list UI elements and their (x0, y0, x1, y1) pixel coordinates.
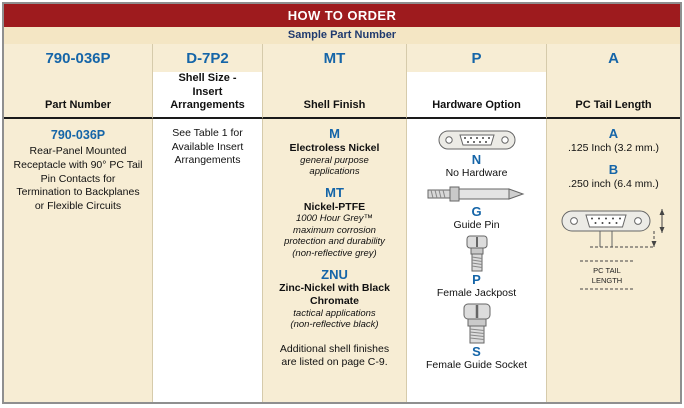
part-number-description: Rear-Panel Mounted Receptacle with 90° P… (13, 145, 143, 212)
shell-finish-option-znu: ZNU Zinc-Nickel with Black Chromate tact… (263, 266, 406, 331)
pc-tail-name: .125 Inch (3.2 mm.) (567, 141, 660, 154)
sample-code-pc-tail: A (546, 44, 680, 72)
hardware-name: Female Guide Socket (426, 358, 527, 371)
part-number-content: 790-036P Rear-Panel Mounted Receptacle w… (4, 119, 152, 402)
column-header-shell-finish: Shell Finish (262, 72, 406, 119)
shell-size-note: See Table 1 for Available Insert Arrange… (171, 127, 244, 167)
pc-tail-length-diagram: PC TAIL LENGTH (547, 205, 680, 297)
hardware-option-content: N No Hardware G Guide Pin (406, 119, 546, 402)
hardware-code: G (471, 203, 482, 219)
column-header-label: PC Tail Length (575, 99, 652, 112)
column-header-label: Shell Size - Insert Arrangements (170, 71, 245, 112)
column-header-label: Shell Finish (303, 99, 366, 112)
pc-tail-option-b: B .250 inch (6.4 mm.) (547, 161, 680, 192)
hardware-option-s: S Female Guide Socket (407, 303, 546, 372)
shell-finish-note: tactical applications (293, 307, 376, 319)
hardware-name: No Hardware (445, 167, 508, 180)
shell-finish-note: general purpose applications (300, 154, 369, 178)
shell-finish-code: M (329, 126, 340, 141)
pc-tail-code: B (608, 161, 619, 177)
sample-code-shell-size: D-7P2 (152, 44, 262, 72)
hardware-code: N (471, 152, 482, 167)
shell-finish-note: maximum corrosion protection and durabil… (284, 224, 385, 248)
shell-finish-code: MT (325, 184, 344, 200)
shell-finish-note: (non-reflective black) (290, 319, 379, 331)
sample-code-hardware: P (406, 44, 546, 72)
hardware-name: Female Jackpost (436, 287, 517, 300)
column-header-part-number: Part Number (4, 72, 152, 119)
sample-code-part-number: 790-036P (45, 49, 111, 67)
sample-code-shell-finish: MT (262, 44, 406, 72)
shell-finish-name: Nickel-PTFE (303, 200, 366, 213)
shell-finish-note: (non-reflective grey) (292, 247, 377, 259)
pc-tail-code: A (608, 126, 619, 141)
hardware-code: P (472, 271, 481, 287)
guide-pin-icon (427, 186, 524, 202)
pc-tail-name: .250 inch (6.4 mm.) (568, 177, 659, 190)
sample-part-number-label: Sample Part Number (4, 27, 680, 44)
shell-finish-name: Zinc-Nickel with Black Chromate (279, 282, 390, 308)
column-header-pc-tail-length: PC Tail Length (546, 72, 680, 119)
column-header-hardware-option: Hardware Option (406, 72, 546, 119)
pc-tail-option-a: A .125 Inch (3.2 mm.) (547, 126, 680, 156)
hardware-option-n: N No Hardware (407, 127, 546, 180)
pc-tail-diagram-icon: PC TAIL LENGTH (561, 209, 664, 290)
shell-finish-option-mt: MT Nickel-PTFE 1000 Hour Grey™ maximum c… (263, 184, 406, 260)
female-guide-socket-icon (463, 303, 490, 344)
part-number-code: 790-036P (50, 128, 106, 142)
shell-finish-name: Electroless Nickel (289, 141, 380, 154)
pc-tail-label-line2: LENGTH (591, 276, 621, 285)
hardware-option-g: G Guide Pin (407, 183, 546, 232)
table-title: HOW TO ORDER (4, 4, 680, 27)
hardware-option-p: P Female Jackpost (407, 235, 546, 300)
shell-finish-code: ZNU (321, 266, 348, 282)
hardware-code: S (472, 343, 481, 359)
column-header-label: Part Number (44, 99, 112, 112)
dsub-connector-icon (438, 130, 515, 150)
column-header-shell-size: Shell Size - Insert Arrangements (152, 72, 262, 119)
shell-finish-option-m: M Electroless Nickel general purpose app… (263, 126, 406, 178)
shell-finish-content: M Electroless Nickel general purpose app… (262, 119, 406, 402)
pc-tail-length-content: A .125 Inch (3.2 mm.) B .250 inch (6.4 m… (546, 119, 680, 402)
hardware-name: Guide Pin (453, 219, 500, 232)
pc-tail-label-line1: PC TAIL (593, 266, 621, 275)
shell-finish-note: 1000 Hour Grey™ (295, 213, 374, 225)
shell-finish-footer-note: Additional shell finishes are listed on … (279, 342, 390, 369)
order-grid: 790-036P D-7P2 MT P A Part Number Shell … (4, 44, 680, 402)
female-jackpost-icon (466, 235, 487, 272)
column-header-label: Hardware Option (432, 99, 521, 112)
shell-size-content: See Table 1 for Available Insert Arrange… (152, 119, 262, 402)
how-to-order-table: HOW TO ORDER Sample Part Number 790-036P… (2, 2, 682, 404)
